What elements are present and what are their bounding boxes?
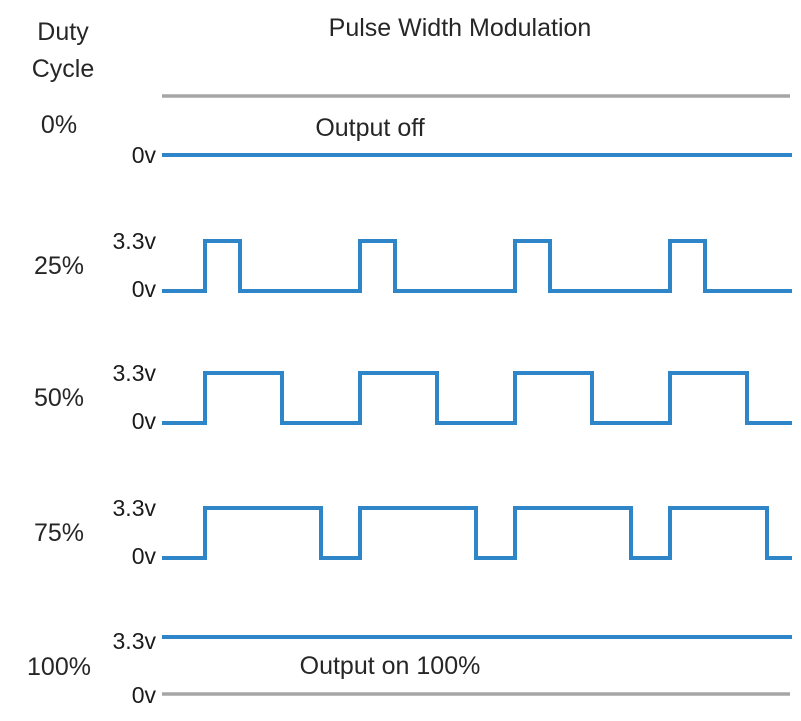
annotation-output-on-100: Output on 100% bbox=[299, 652, 481, 680]
annotation-output-off: Output off bbox=[315, 114, 425, 142]
waveform-svg-100 bbox=[162, 635, 792, 696]
duty-cycle-header-line1: Duty bbox=[37, 18, 89, 46]
voltage-label-low-50: 0v bbox=[131, 408, 156, 434]
signal-line-75 bbox=[162, 506, 792, 560]
waveform-svg-75 bbox=[162, 506, 792, 560]
voltage-label-low-0: 0v bbox=[131, 142, 156, 168]
duty-cycle-header-line2: Cycle bbox=[31, 55, 95, 83]
duty-label-75: 75% bbox=[33, 519, 85, 547]
voltage-label-high-100: 3.3v bbox=[112, 628, 156, 654]
waveform-25 bbox=[160, 225, 794, 305]
page-title: Pulse Width Modulation bbox=[328, 14, 592, 42]
voltage-label-low-25: 0v bbox=[131, 276, 156, 302]
duty-cycle-header: Duty Cycle bbox=[8, 14, 118, 88]
duty-label-0: 0% bbox=[40, 111, 78, 139]
row-duty-50: 50% 3.3v 0v bbox=[0, 357, 801, 437]
row-duty-0: 0% 0v Output off bbox=[0, 92, 801, 172]
row-duty-100: 100% 3.3v 0v Output on 100% bbox=[0, 622, 801, 712]
waveform-svg-25 bbox=[162, 239, 792, 293]
signal-line-50 bbox=[162, 371, 792, 425]
waveform-100 bbox=[160, 622, 794, 712]
duty-label-100: 100% bbox=[27, 653, 91, 681]
voltage-label-high-50: 3.3v bbox=[112, 360, 156, 386]
waveform-svg-50 bbox=[162, 371, 792, 425]
voltage-label-high-25: 3.3v bbox=[112, 228, 156, 254]
row-duty-75: 75% 3.3v 0v bbox=[0, 492, 801, 572]
waveform-50 bbox=[160, 357, 794, 437]
duty-label-50: 50% bbox=[33, 384, 85, 412]
signal-line-25 bbox=[162, 239, 792, 293]
voltage-label-low-100: 0v bbox=[131, 682, 156, 708]
row-duty-25: 25% 3.3v 0v bbox=[0, 225, 801, 305]
voltage-label-low-75: 0v bbox=[131, 543, 156, 569]
waveform-svg-0 bbox=[162, 94, 792, 157]
voltage-label-high-75: 3.3v bbox=[112, 495, 156, 521]
waveform-75 bbox=[160, 492, 794, 572]
waveform-0 bbox=[160, 92, 794, 172]
duty-label-25: 25% bbox=[33, 252, 85, 280]
